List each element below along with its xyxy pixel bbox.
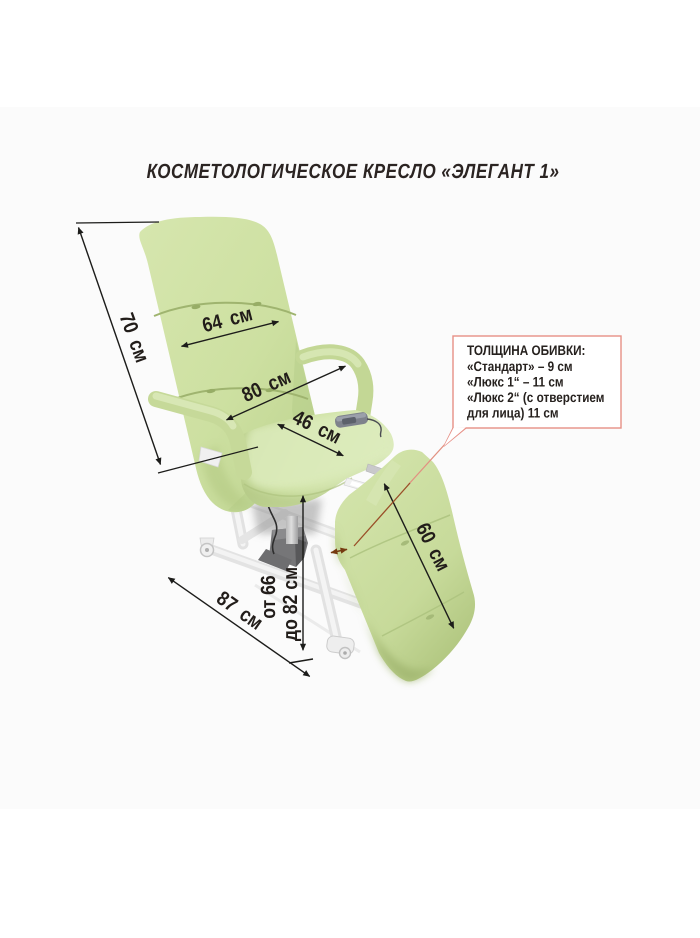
- svg-text:«Люкс 2“ (с отверстием: «Люкс 2“ (с отверстием: [467, 390, 604, 405]
- svg-text:«Стандарт» – 9 см: «Стандарт» – 9 см: [467, 359, 573, 374]
- svg-text:от 66: от 66: [257, 575, 280, 618]
- svg-text:КОСМЕТОЛОГИЧЕСКОЕ КРЕСЛО «ЭЛЕГ: КОСМЕТОЛОГИЧЕСКОЕ КРЕСЛО «ЭЛЕГАНТ 1»: [147, 160, 560, 183]
- svg-text:«Люкс 1“ – 11 см: «Люкс 1“ – 11 см: [467, 375, 564, 390]
- svg-text:до 82 см: до 82 см: [279, 567, 302, 641]
- svg-text:для лица) 11 см: для лица) 11 см: [467, 406, 559, 421]
- svg-text:ТОЛЩИНА ОБИВКИ:: ТОЛЩИНА ОБИВКИ:: [467, 343, 585, 358]
